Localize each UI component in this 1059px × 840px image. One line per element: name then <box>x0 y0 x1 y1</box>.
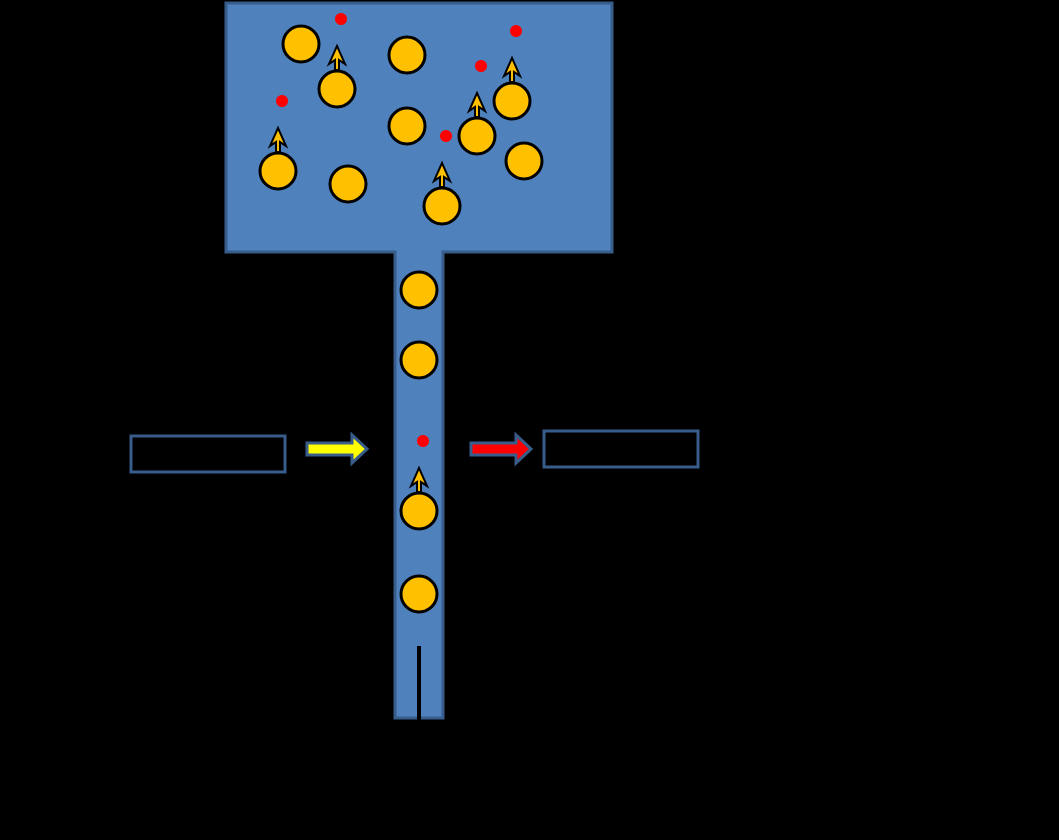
particle-circle <box>399 491 439 531</box>
particle-circle <box>328 164 368 204</box>
particle <box>399 574 439 614</box>
particle-circle <box>492 81 532 121</box>
particle-circle <box>399 574 439 614</box>
marker-dot <box>276 95 288 107</box>
marker-dot <box>335 13 347 25</box>
labeled-particle <box>317 13 357 109</box>
receptor-arrow-icon <box>501 55 523 83</box>
particle-circle <box>387 35 427 75</box>
input-arrow-icon <box>305 431 370 467</box>
particle-circle <box>258 151 298 191</box>
labeled-particle <box>422 130 462 226</box>
particle <box>328 164 368 204</box>
marker-dot <box>510 25 522 37</box>
receptor-arrow-icon <box>466 90 488 118</box>
output-arrow-icon <box>469 431 534 467</box>
marker-dot <box>440 130 452 142</box>
particle <box>504 141 544 181</box>
labeled-particle <box>492 25 532 121</box>
receptor-arrow-icon <box>267 125 289 153</box>
receptor-arrow-icon <box>431 160 453 188</box>
particles-group <box>258 13 544 614</box>
particle-circle <box>504 141 544 181</box>
particle-circle <box>281 24 321 64</box>
particle-circle <box>387 106 427 146</box>
receptor-arrow-icon <box>408 465 430 493</box>
right-label-box <box>542 429 700 469</box>
left-label-box <box>129 434 287 474</box>
particle <box>387 106 427 146</box>
particle <box>281 24 321 64</box>
particle-circle <box>457 116 497 156</box>
labeled-particle <box>399 435 439 531</box>
labeled-particle <box>258 95 298 191</box>
particle <box>399 270 439 310</box>
particle <box>387 35 427 75</box>
particle-circle <box>399 270 439 310</box>
particle-circle <box>422 186 462 226</box>
marker-dot <box>417 435 429 447</box>
particle-circle <box>399 340 439 380</box>
labeled-particle <box>457 60 497 156</box>
particle <box>399 340 439 380</box>
marker-dot <box>475 60 487 72</box>
receptor-arrow-icon <box>326 43 348 71</box>
particle-circle <box>317 69 357 109</box>
